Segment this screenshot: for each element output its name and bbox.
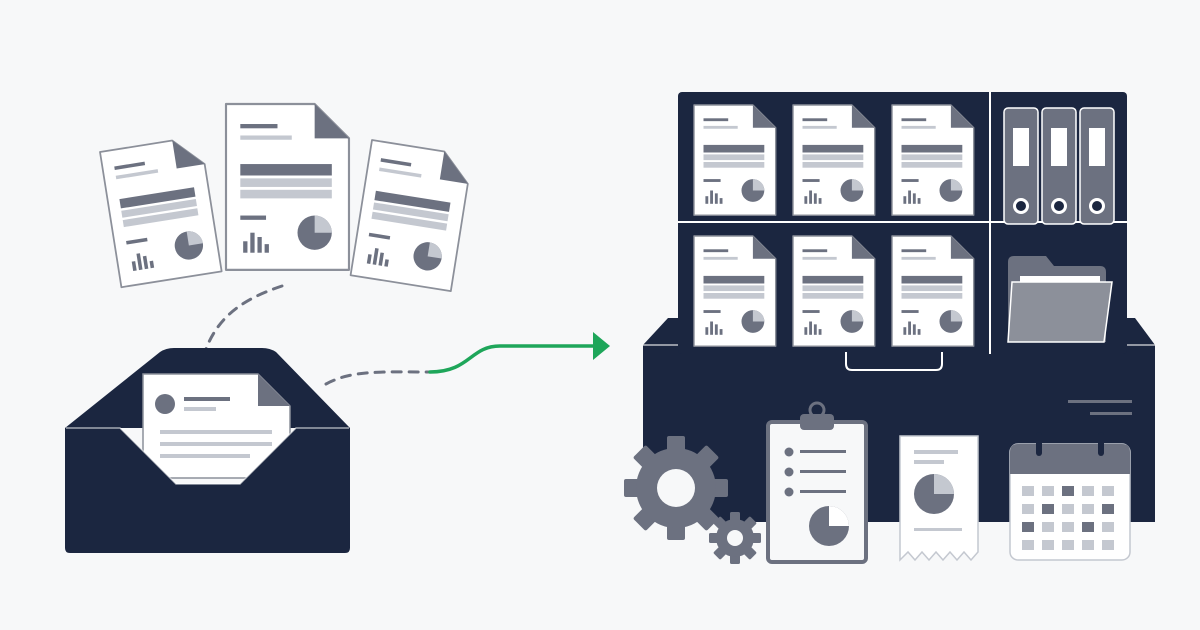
inbox-document — [142, 373, 291, 479]
calendar-day-cell — [1042, 486, 1054, 496]
calendar-day-cell — [1062, 522, 1074, 532]
report-document-icon — [693, 235, 777, 347]
calendar-day-cell — [1062, 504, 1074, 514]
report-document-icon — [224, 102, 351, 271]
calendar-day-cell — [1102, 504, 1114, 514]
calendar-day-cell — [1042, 540, 1054, 550]
calendar-icon — [1009, 432, 1131, 561]
calendar-day-cell — [1082, 486, 1094, 496]
calendar-day-cell — [1022, 504, 1034, 514]
calendar-day-cell — [1102, 540, 1114, 550]
report-document-icon — [99, 135, 223, 289]
arrow-right-icon — [324, 332, 610, 386]
calendar-day-cell — [1022, 486, 1034, 496]
report-document-icon — [349, 139, 474, 292]
report-document-icon — [693, 104, 777, 216]
report-document-icon — [891, 235, 975, 347]
report-document-icon — [792, 235, 876, 347]
calendar-day-cell — [1062, 486, 1074, 496]
inbox-tray-icon — [65, 348, 350, 553]
receipt-icon — [899, 435, 979, 562]
calendar-day-cell — [1042, 522, 1054, 532]
calendar-day-cell — [1102, 522, 1114, 532]
report-document-icon — [792, 104, 876, 216]
clipboard-icon — [766, 401, 868, 564]
gear-icon — [709, 512, 761, 564]
calendar-day-cell — [1102, 486, 1114, 496]
calendar-day-cell — [1082, 540, 1094, 550]
binder-icon — [1041, 107, 1077, 225]
binders — [1003, 107, 1115, 225]
calendar-day-cell — [1022, 522, 1034, 532]
report-document-icon — [891, 104, 975, 216]
folder-icon — [1007, 256, 1113, 343]
calendar-day-cell — [1022, 540, 1034, 550]
calendar-day-cell — [1042, 504, 1054, 514]
gear-icon — [624, 436, 728, 540]
calendar-grid — [1022, 486, 1114, 550]
binder-icon — [1079, 107, 1115, 225]
calendar-day-cell — [1062, 540, 1074, 550]
loose-documents — [99, 102, 474, 292]
calendar-day-cell — [1082, 504, 1094, 514]
binder-icon — [1003, 107, 1039, 225]
calendar-day-cell — [1082, 522, 1094, 532]
